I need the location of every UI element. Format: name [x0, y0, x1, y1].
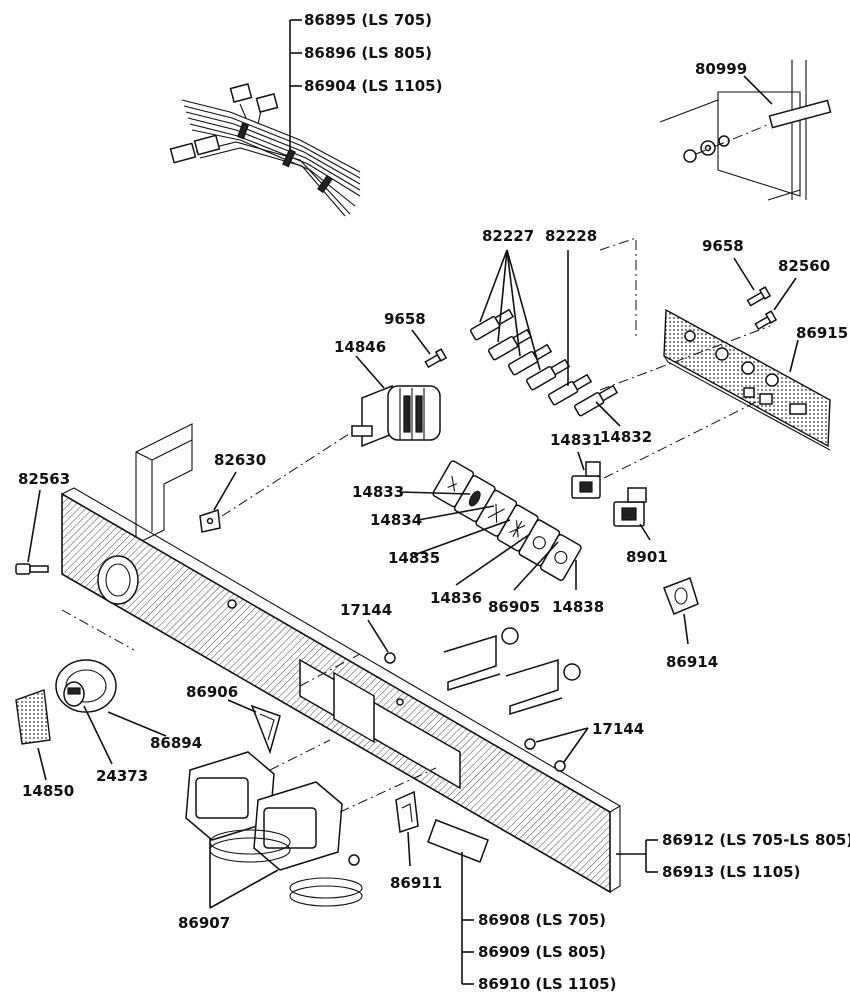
bezel-86914 — [663, 577, 699, 615]
label-clip: 82630 — [214, 451, 266, 469]
label-harness-805: 86896 (LS 805) — [304, 44, 432, 62]
switch-14831-leader — [577, 451, 585, 471]
label-plate-1105: 86910 (LS 1105) — [478, 975, 616, 993]
label-panel-705-805: 86912 (LS 705-LS 805) — [662, 831, 850, 849]
indicator-86911-leader — [407, 831, 411, 867]
label-knob-insert: 24373 — [96, 767, 148, 785]
panel-screw — [15, 563, 49, 575]
label-lens-14838: 14838 — [552, 598, 604, 616]
switch-8901-leader — [639, 523, 651, 541]
label-bezel: 86914 — [666, 653, 718, 671]
label-lamp-single: 82228 — [545, 227, 597, 245]
label-rotary-switch: 14846 — [334, 338, 386, 356]
label-knob: 14850 — [22, 782, 74, 800]
screw-9658-switch — [424, 348, 448, 369]
label-lens-14834: 14834 — [370, 511, 422, 529]
plate-leader — [461, 852, 474, 985]
rotary-switch — [351, 384, 441, 448]
screw-82560-leader — [773, 277, 797, 311]
nut-upper — [384, 652, 396, 664]
nuts-lower — [524, 738, 566, 772]
lamp-sockets — [469, 308, 619, 417]
label-lens-14835: 14835 — [388, 549, 440, 567]
screw-9658-right — [746, 286, 772, 307]
knob-insert-leader — [83, 705, 113, 765]
label-lens-holder: 86905 — [488, 598, 540, 616]
label-gauges: 86907 — [178, 914, 230, 932]
rear-plate-leader — [789, 339, 799, 373]
panel-leader — [616, 839, 658, 873]
label-lens-14833: 14833 — [352, 483, 404, 501]
label-indicator-86911: 86911 — [390, 874, 442, 892]
knob-leader — [37, 747, 47, 781]
label-panel-screw: 82563 — [18, 470, 70, 488]
label-indicator-86906: 86906 — [186, 683, 238, 701]
lens-14832-leader — [595, 401, 621, 427]
rotary-switch-leader — [355, 355, 385, 389]
label-rear-plate: 86915 — [796, 324, 848, 342]
mount-kit-leader — [743, 75, 773, 105]
switch-8901 — [613, 487, 647, 527]
lens-strip — [432, 460, 582, 581]
label-plate-805: 86909 (LS 805) — [478, 943, 606, 961]
indicator-86906-leader — [227, 699, 257, 713]
label-lens-14836: 14836 — [430, 589, 482, 607]
screw-switch-leader — [411, 329, 431, 355]
label-switch-14831: 14831 — [550, 431, 602, 449]
label-screw-switch: 9658 — [384, 310, 426, 328]
wire-harness — [169, 82, 361, 217]
nut-upper-leader — [367, 619, 389, 653]
knob-ring — [55, 659, 117, 713]
harness-leader — [289, 19, 302, 150]
nuts-lower-leader — [535, 727, 589, 763]
label-knob-ring: 86894 — [150, 734, 202, 752]
switch-14831 — [571, 461, 601, 499]
bezel-leader — [683, 613, 689, 645]
knob-ring-leader — [107, 711, 167, 737]
label-harness-1105: 86904 (LS 1105) — [304, 77, 442, 95]
label-switch-8901: 8901 — [626, 548, 668, 566]
bracket — [135, 423, 193, 545]
screw-82560 — [754, 310, 778, 331]
label-plate-705: 86908 (LS 705) — [478, 911, 606, 929]
panel-screw-leader — [27, 489, 41, 563]
gauges — [185, 751, 363, 907]
indicator-86906 — [250, 704, 281, 755]
label-mount-kit: 80999 — [695, 60, 747, 78]
knob-14850 — [15, 689, 51, 745]
assembly-lines — [61, 325, 771, 813]
lamp-leaders — [479, 237, 637, 386]
label-harness-705: 86895 (LS 705) — [304, 11, 432, 29]
gauges-leader — [209, 838, 279, 909]
label-screw-82560: 82560 — [778, 257, 830, 275]
lens-leaders — [399, 491, 577, 591]
clip-82630 — [199, 508, 221, 533]
indicator-86911 — [395, 790, 419, 834]
main-panel — [61, 487, 622, 894]
screw-right-leader — [733, 257, 755, 291]
label-screw-right: 9658 — [702, 237, 744, 255]
label-nut-upper: 17144 — [340, 601, 392, 619]
plate-86908 — [427, 819, 489, 863]
label-lens-14832: 14832 — [600, 428, 652, 446]
clip-leader — [213, 471, 237, 511]
label-lamp-set: 82227 — [482, 227, 534, 245]
mount-kit — [659, 60, 832, 201]
label-panel-1105: 86913 (LS 1105) — [662, 863, 800, 881]
bracket-pair — [443, 627, 581, 716]
rear-plate — [663, 308, 831, 451]
label-nut-lower: 17144 — [592, 720, 644, 738]
